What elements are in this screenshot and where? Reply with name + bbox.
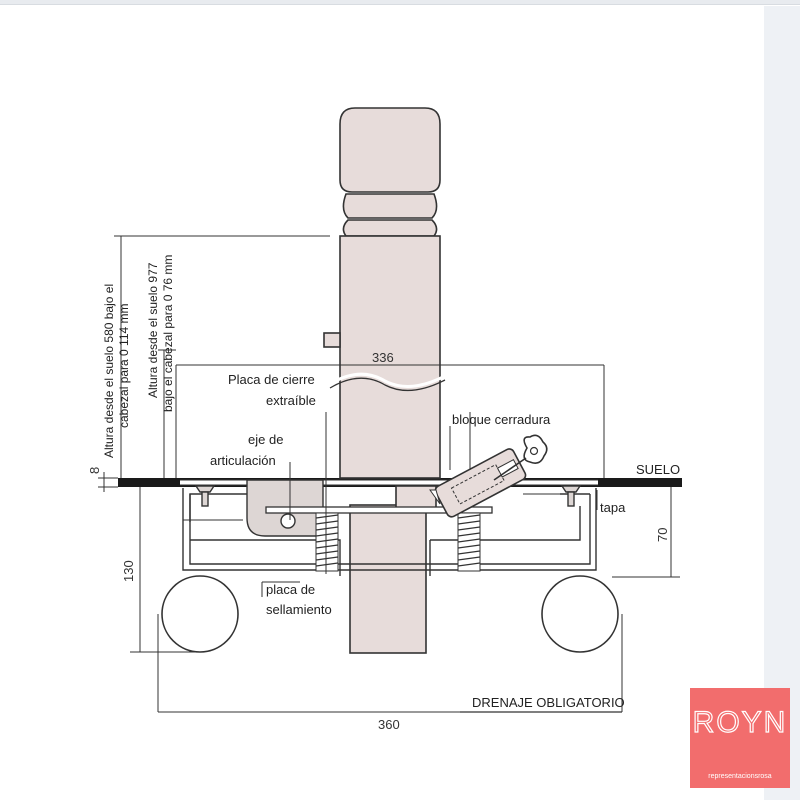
label-height2-line2: bajo el cabezal para 0 76 mm — [161, 255, 175, 412]
label-suelo: SUELO — [636, 462, 680, 477]
anchor-bolts — [194, 485, 582, 507]
dim-336: 336 — [372, 350, 394, 365]
dim-130: 130 — [121, 560, 136, 582]
lock-bolt — [429, 489, 441, 505]
housing — [182, 488, 597, 576]
right-side-panel — [764, 6, 800, 800]
label-drenaje: DRENAJE OBLIGATORIO — [472, 695, 625, 710]
label-placa-sell-1: placa de — [266, 582, 315, 597]
label-eje-1: eje de — [248, 432, 283, 447]
brand-logo: ROYN representacionsrosa — [690, 688, 790, 788]
dim-8: 8 — [87, 467, 102, 474]
dimension-lines — [98, 235, 680, 713]
label-height2-line1: Altura desde el suelo 977 — [146, 262, 160, 398]
dim-70: 70 — [655, 528, 670, 542]
label-placa-cierre-2: extraíble — [266, 393, 316, 408]
pivot-axis — [280, 513, 296, 529]
bollard-body — [323, 235, 446, 654]
bollard-head — [339, 107, 441, 237]
label-bloque: bloque cerradura — [452, 412, 551, 427]
dim-360: 360 — [378, 717, 400, 732]
sealing-plate — [265, 506, 493, 514]
key-icon — [493, 434, 548, 481]
logo-subtitle: representacionsrosa — [708, 773, 772, 780]
label-eje-2: articulación — [210, 453, 276, 468]
label-height1-line2: cabezal para 0 114 mm — [117, 303, 131, 428]
label-height1-line1: Altura desde el suelo 580 bajo el — [102, 284, 116, 458]
springs — [315, 512, 481, 572]
logo-mark: ROYN — [693, 706, 788, 739]
label-tapa: tapa — [600, 500, 626, 515]
label-placa-cierre-1: Placa de cierre — [228, 372, 315, 387]
top-border — [0, 0, 800, 5]
label-placa-sell-2: sellamiento — [266, 602, 332, 617]
